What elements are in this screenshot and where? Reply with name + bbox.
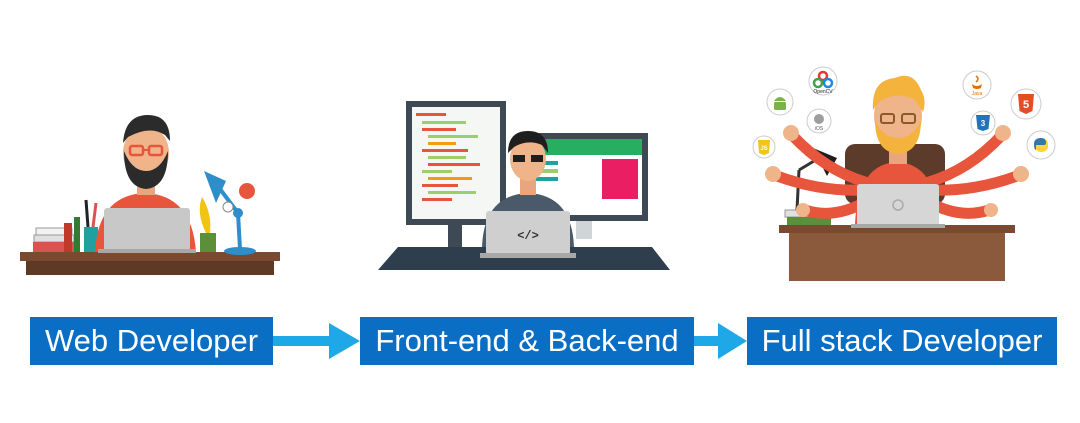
plant-icon bbox=[199, 197, 216, 252]
laptop-icon bbox=[98, 208, 196, 253]
arrow-right-icon bbox=[694, 323, 747, 359]
stage-label-full-stack-developer: Full stack Developer bbox=[747, 317, 1057, 365]
apple-ios-icon: iOS bbox=[806, 108, 832, 134]
svg-text:5: 5 bbox=[1023, 99, 1029, 111]
svg-text:OpenCV: OpenCV bbox=[813, 89, 833, 95]
code-symbol: </> bbox=[517, 229, 539, 243]
python-icon bbox=[1026, 130, 1056, 160]
javascript-icon: JS bbox=[752, 135, 776, 159]
web-developer-illustration bbox=[20, 115, 280, 275]
pencil-cup-icon bbox=[84, 227, 98, 252]
svg-text:3: 3 bbox=[981, 119, 986, 128]
svg-text:iOS: iOS bbox=[815, 126, 824, 132]
desk bbox=[20, 252, 280, 261]
desk-lamp-icon bbox=[204, 171, 256, 255]
front-back-end-illustration: </> bbox=[378, 101, 670, 270]
full-stack-developer-illustration bbox=[765, 75, 1029, 281]
laptop-icon bbox=[851, 184, 945, 228]
css3-icon: 3 bbox=[970, 110, 996, 136]
hands bbox=[765, 125, 1029, 217]
desk bbox=[779, 225, 1015, 233]
opencv-icon: OpenCV bbox=[808, 66, 838, 96]
books-icon bbox=[33, 217, 80, 252]
java-icon: Java bbox=[962, 70, 992, 100]
android-icon bbox=[766, 88, 794, 116]
desk-surface bbox=[378, 247, 670, 270]
arrow-right-icon bbox=[273, 323, 360, 359]
svg-text:Java: Java bbox=[972, 91, 983, 97]
laptop-icon: </> bbox=[480, 211, 576, 258]
code-monitor-icon bbox=[406, 101, 506, 247]
stage-label-front-back-end: Front-end & Back-end bbox=[360, 317, 694, 365]
html5-icon: 5 bbox=[1010, 88, 1042, 120]
svg-text:JS: JS bbox=[760, 146, 767, 152]
stage-label-web-developer: Web Developer bbox=[30, 317, 273, 365]
